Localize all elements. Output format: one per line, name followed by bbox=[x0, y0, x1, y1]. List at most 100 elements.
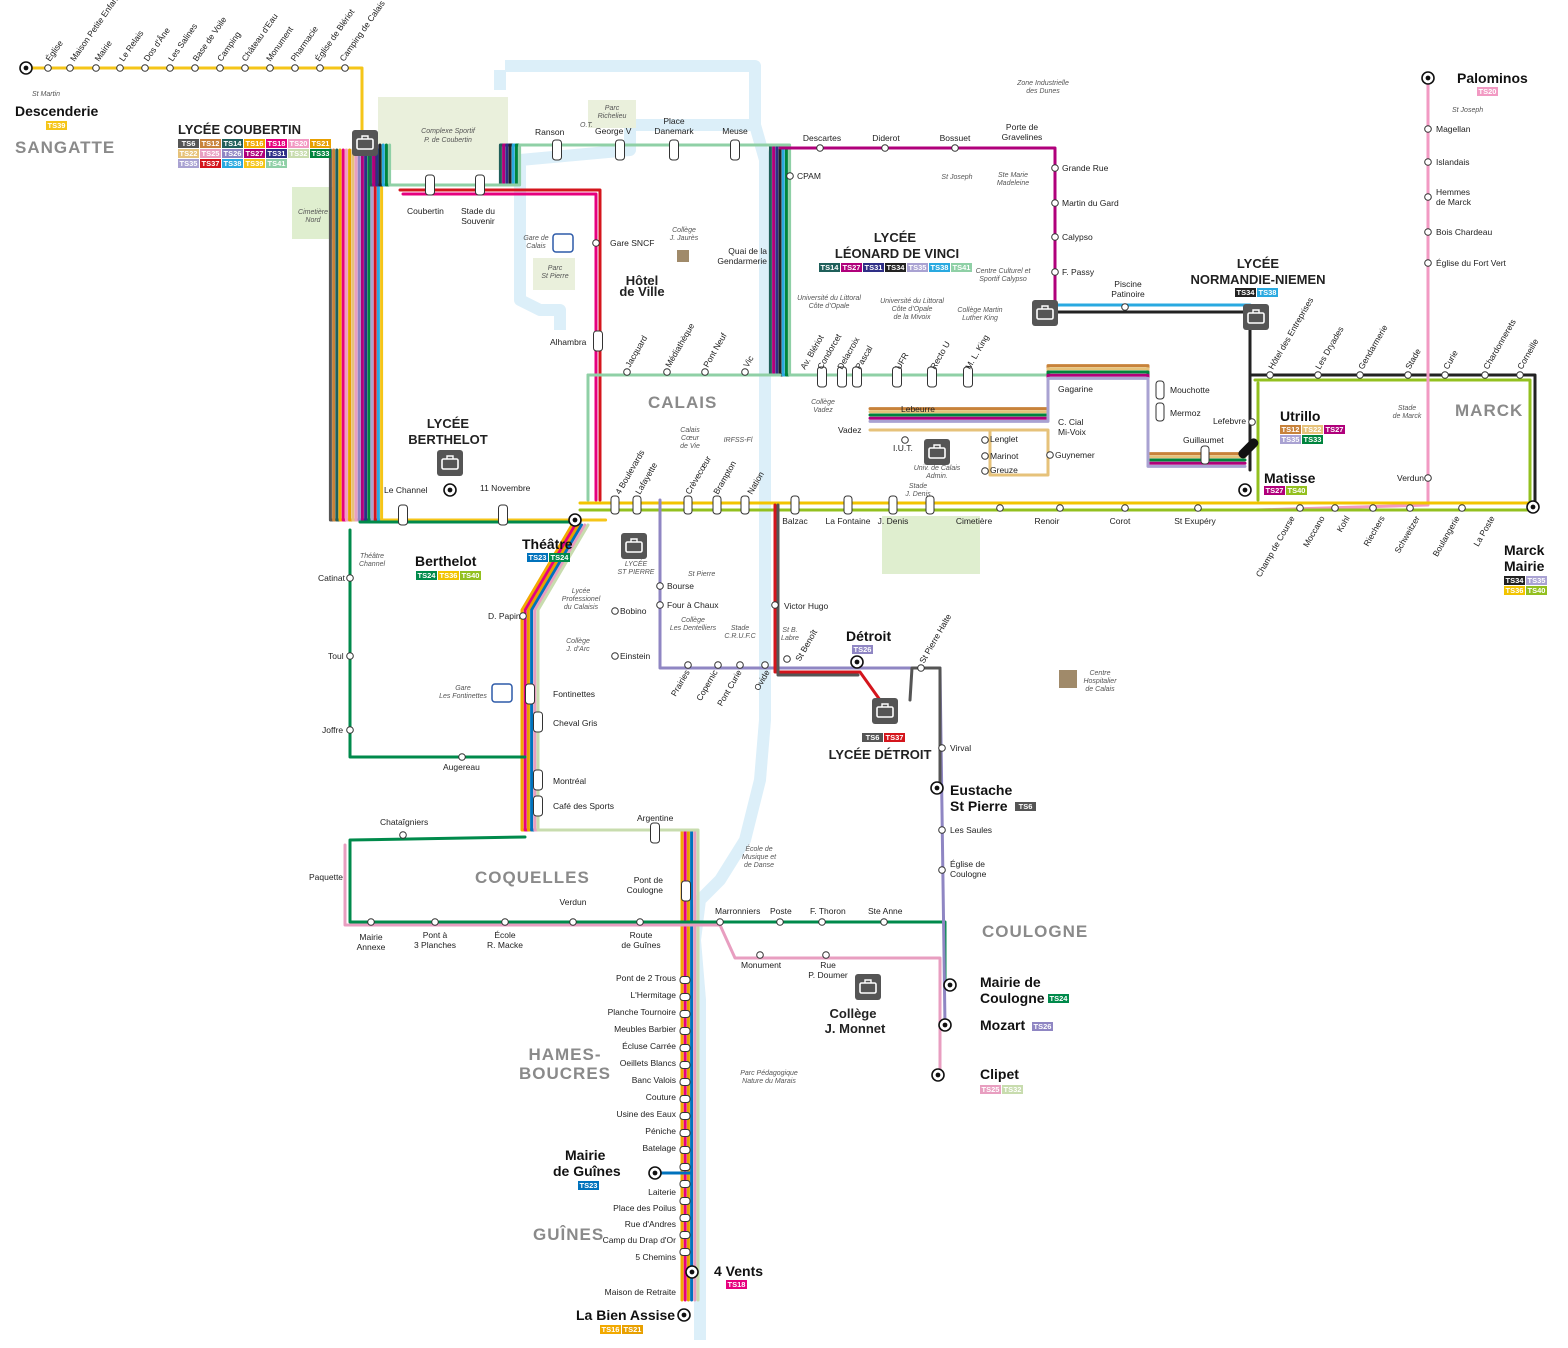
planches-label-1: 3 Planches bbox=[414, 940, 456, 950]
monnet-school-icon bbox=[855, 974, 881, 1000]
mlk-label-0: Collège Martin bbox=[957, 307, 1002, 314]
marck-mairie-label-1: Marck bbox=[1504, 542, 1545, 558]
prairie-stop-2: Pont Curie bbox=[715, 668, 744, 708]
area-marck: MARCK bbox=[1455, 401, 1523, 420]
stop-31 bbox=[901, 436, 909, 444]
marck-south-stop-6: La Poste bbox=[1471, 514, 1497, 548]
lebeurre-label: Lebeurre bbox=[901, 404, 935, 414]
berthelot-stop-dot bbox=[447, 487, 453, 493]
boulevard-east-stop-2: J. Denis bbox=[878, 516, 909, 526]
trunk-south-ts32 bbox=[536, 523, 700, 1302]
trunk-coubertin-boulevard-ts39 bbox=[380, 148, 608, 522]
guines-south-label-5: Maison de Retraite bbox=[605, 1287, 677, 1297]
cheval-gris-label: Cheval Gris bbox=[553, 718, 597, 728]
matisse-badge-ts40 bbox=[1286, 486, 1307, 495]
passy-label: F. Passy bbox=[1062, 267, 1095, 277]
chataigniers-label: Chataîgniers bbox=[380, 817, 428, 827]
stade-marck-label-1: de Marck bbox=[1393, 413, 1422, 420]
leonard-badge-ts27-label: TS27 bbox=[843, 263, 861, 272]
sangatte-stop-11 bbox=[316, 64, 324, 72]
calypso-label: Calypso bbox=[1062, 232, 1093, 242]
utrillo-badge-ts35-label: TS35 bbox=[1282, 435, 1300, 444]
utrillo-badge-ts35 bbox=[1280, 435, 1301, 444]
centre-stop-0: Jacquard bbox=[623, 333, 649, 369]
line-ts34-marck bbox=[1248, 373, 1537, 507]
stop-55 bbox=[399, 831, 407, 839]
marronniers-label: Marronniers bbox=[715, 906, 760, 916]
guines-stop-1014 bbox=[679, 1010, 691, 1018]
ranson-label: Ranson bbox=[535, 127, 565, 137]
stop-bar-17 bbox=[852, 366, 862, 388]
souvenir-label-1: Souvenir bbox=[461, 216, 495, 226]
guines-stop-label-9: Péniche bbox=[645, 1126, 676, 1136]
hemmes-label-1: de Marck bbox=[1436, 197, 1472, 207]
stop-bar-b-10 bbox=[1155, 402, 1165, 422]
iut-label: I.U.T. bbox=[893, 443, 913, 453]
hotel-ville-label-1: de Ville bbox=[619, 284, 664, 299]
zone-dunes-label-0: Zone Industrielle bbox=[1016, 80, 1069, 87]
stop-8 bbox=[592, 239, 600, 247]
trunk-south-ts25 bbox=[533, 523, 697, 1302]
stop-bar-2 bbox=[552, 139, 562, 161]
coubertin-badge-ts35 bbox=[178, 159, 199, 168]
marck-stop-3: Stade bbox=[1403, 347, 1423, 371]
theatre-badge-ts24 bbox=[549, 553, 570, 562]
coubertin-school-icon-case bbox=[356, 138, 374, 150]
palominos-line-stop-5 bbox=[1424, 474, 1432, 482]
jaures-label-0: Collège bbox=[672, 227, 696, 234]
stop-bar-b-3 bbox=[712, 495, 722, 515]
coubertin-badge-ts25-label: TS25 bbox=[202, 149, 220, 158]
musique-label-0: École de bbox=[745, 844, 772, 853]
coubertin-stop-label: Coubertin bbox=[407, 206, 444, 216]
fontinettes-label: Fontinettes bbox=[553, 689, 595, 699]
univ-mivoix-label-2: de la Mivoix bbox=[894, 314, 931, 321]
stop-bar-19 bbox=[927, 366, 937, 388]
gare-calais-label-1: Calais bbox=[526, 243, 546, 250]
boulevard-east-stop-4: Renoir bbox=[1034, 516, 1059, 526]
doumer-label-1: P. Doumer bbox=[808, 970, 848, 980]
stop-44 bbox=[656, 601, 664, 609]
stop-bar-12 bbox=[533, 795, 543, 817]
descenderie-badge-ts39-label: TS39 bbox=[48, 121, 66, 130]
school-normandie-line1: LYCÉE bbox=[1237, 256, 1279, 271]
sangatte-stop-1 bbox=[66, 64, 74, 72]
stop-bar-5 bbox=[730, 139, 740, 161]
complexe-label-1: P. de Coubertin bbox=[424, 137, 472, 144]
four-label: Four à Chaux bbox=[667, 600, 719, 610]
school-berthelot-line1: LYCÉE bbox=[427, 416, 469, 431]
boulevard-east-stop-3: Cimetière bbox=[956, 516, 993, 526]
mivoix-label-0: C. Cial bbox=[1058, 417, 1084, 427]
complexe-label-0: Complexe Sportif bbox=[421, 128, 476, 135]
augereau-label: Augereau bbox=[443, 762, 480, 772]
coubertin-badge-ts12 bbox=[200, 139, 221, 148]
guines-stop-980 bbox=[679, 976, 691, 984]
detroit-school-icon bbox=[872, 698, 898, 724]
stop-bar-b-7 bbox=[888, 495, 898, 515]
utrillo-label: Utrillo bbox=[1280, 408, 1320, 424]
stop-11 bbox=[701, 368, 709, 376]
trunk-south-ts21 bbox=[526, 523, 690, 1302]
trunk-coubertin-leonard-ts38 bbox=[381, 143, 1045, 377]
coubertin-badge-ts26-label: TS26 bbox=[224, 149, 242, 158]
centre-stop-3: Vic bbox=[741, 353, 756, 369]
coubertin-badge-ts16-label: TS16 bbox=[246, 139, 264, 148]
mouchotte-label: Mouchotte bbox=[1170, 385, 1210, 395]
stop-bar-4 bbox=[669, 139, 679, 161]
crufc-label-1: C.R.U.F.C bbox=[724, 633, 756, 640]
leonard-badge-ts14 bbox=[819, 263, 840, 272]
stop-43 bbox=[656, 582, 664, 590]
stop-bar-0 bbox=[425, 174, 435, 196]
stop-25 bbox=[1406, 504, 1414, 512]
stop-47 bbox=[684, 661, 692, 669]
utrillo-badge-ts22-label: TS22 bbox=[1304, 425, 1322, 434]
stop-14 bbox=[1248, 418, 1256, 426]
stop-bar-16 bbox=[837, 366, 847, 388]
marinot-label: Marinot bbox=[990, 451, 1019, 461]
theatre-badge-ts23 bbox=[527, 553, 548, 562]
marck-south-stop-2: Kohl bbox=[1335, 514, 1352, 534]
quatre-vents-badge-ts18-label: TS18 bbox=[728, 1280, 746, 1289]
guines-south-label-0: Laiterie bbox=[648, 1187, 676, 1197]
stop-1 bbox=[881, 144, 889, 152]
ste-anne-label: Ste Anne bbox=[868, 906, 903, 916]
line-ts24-joffre bbox=[348, 528, 527, 759]
